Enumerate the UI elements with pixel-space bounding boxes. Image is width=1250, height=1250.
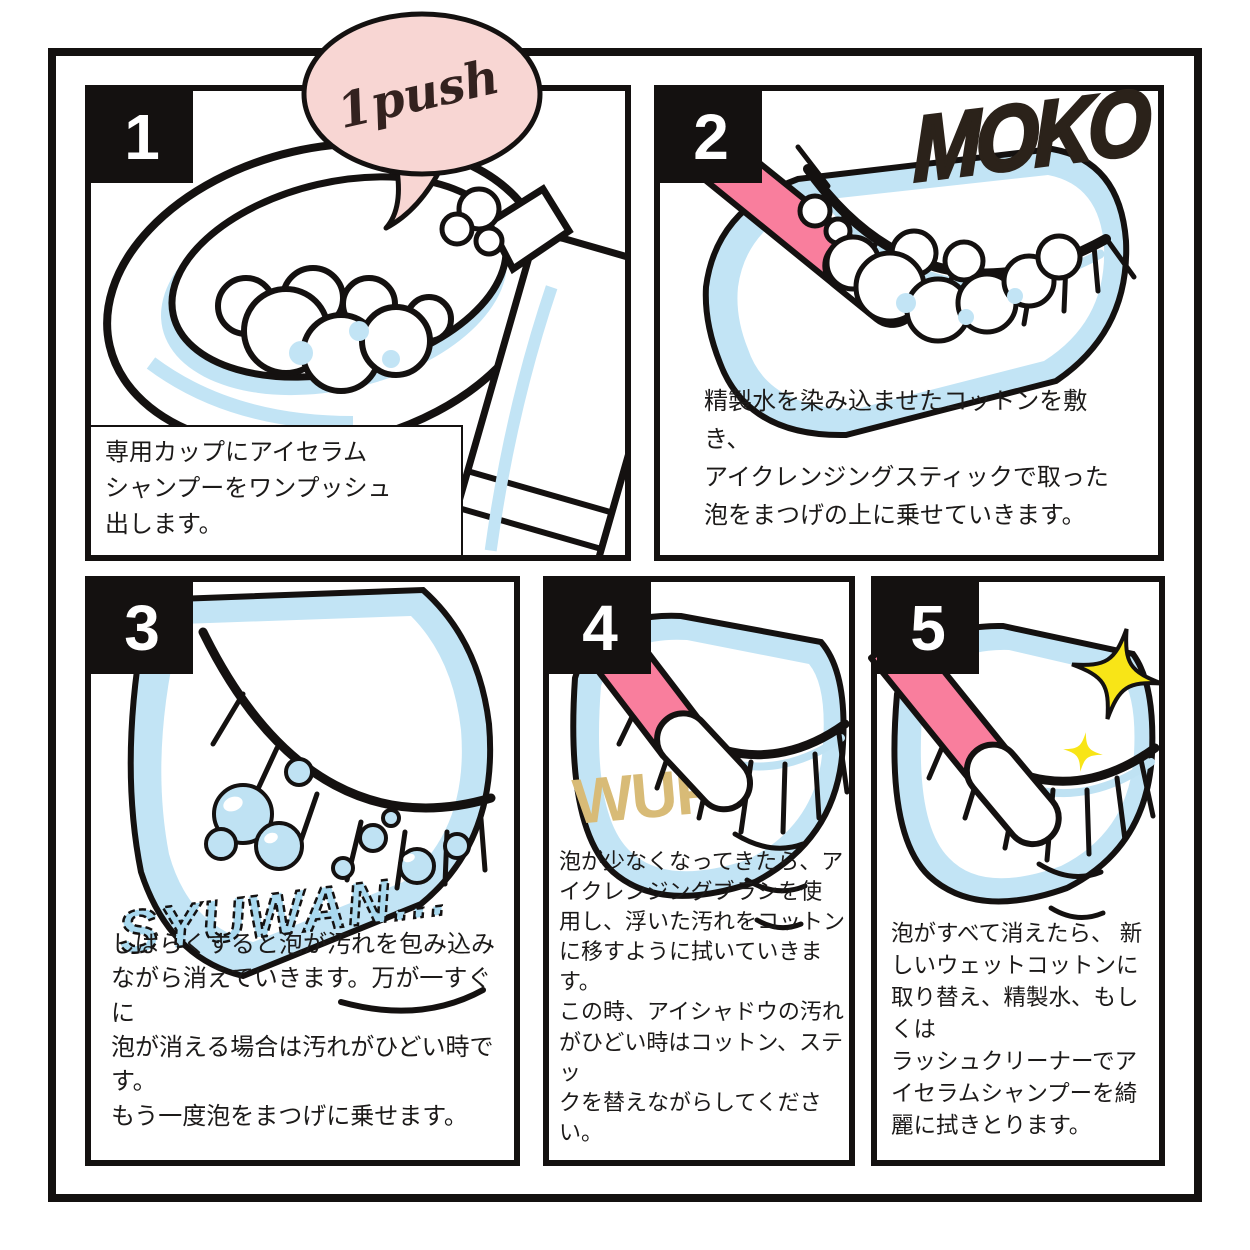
eyelashes (210, 691, 488, 891)
dissolving-foam-illustration: SYUWAN... (113, 586, 496, 1014)
step-number-badge: 1 (91, 91, 193, 183)
step-4-caption: 泡が少なくなってきたら、ア イクレンジングブラシを使 用し、浮いた汚れをコットン… (559, 848, 846, 1145)
pump-bottle (434, 184, 625, 555)
bubble-tail (383, 161, 445, 231)
step-number-badge: 3 (91, 582, 193, 674)
sparkle-icon-small (1063, 732, 1103, 772)
panel-step-2: 2 精製水を染み込ませたコットンを敷き、 アイクレンジングスティックで取った 泡… (654, 85, 1164, 561)
dispensed-foam (439, 186, 505, 257)
lash-foam-illustration (660, 112, 1137, 439)
step-2-caption: 精製水を染み込ませたコットンを敷き、 アイクレンジングスティックで取った 泡をま… (704, 388, 1109, 530)
foam-cup-illustration (103, 139, 625, 555)
bubble-highlights (223, 796, 415, 863)
stick-tip (963, 741, 1062, 848)
foam-shine (896, 288, 1023, 325)
step-number-badge: 4 (549, 582, 651, 674)
panel-step-1: 1 専用カップにアイセラム シャンプーをワンプッシュ 出します。 (85, 85, 631, 561)
brush-tip (654, 710, 754, 813)
step-number-badge: 5 (877, 582, 979, 674)
speech-bubble: 1push (292, 6, 554, 243)
panel-step-5: 5 泡がすべて消えたら、 新 しいウェットコットンに 取り替え、精製水、もしくは… (868, 576, 1165, 1166)
step-number-badge: 2 (660, 91, 762, 183)
pump-nozzle (484, 184, 574, 275)
eyelid-line (198, 627, 496, 813)
step-3-caption: しばらくすると泡が汚れを包み込み ながら消えていきます。万が一すぐに 泡が消える… (111, 931, 495, 1130)
step-1-caption: 専用カップにアイセラム シャンプーをワンプッシュ 出します。 (91, 425, 463, 555)
wipe-marks (732, 831, 808, 931)
wipe-marks (1036, 861, 1106, 920)
sparkle-icon (1071, 628, 1163, 720)
foam-in-cup (215, 265, 454, 394)
panel-step-4: WUP 4 泡が少なくなってきたら、ア イクレンジングブラシを使 用し、浮いた汚… (543, 576, 855, 1166)
step-5-caption: 泡がすべて消えたら、 新 しいウェットコットンに 取り替え、精製水、もしくは ラ… (891, 921, 1143, 1139)
panel-step-3: SYUWAN... 3 しばらくすると泡が汚れを包み込み ながら消えていきます。… (85, 576, 520, 1166)
foam-highlights (289, 321, 400, 368)
pad-fold-line (338, 987, 486, 1014)
bubble-body (301, 11, 543, 177)
